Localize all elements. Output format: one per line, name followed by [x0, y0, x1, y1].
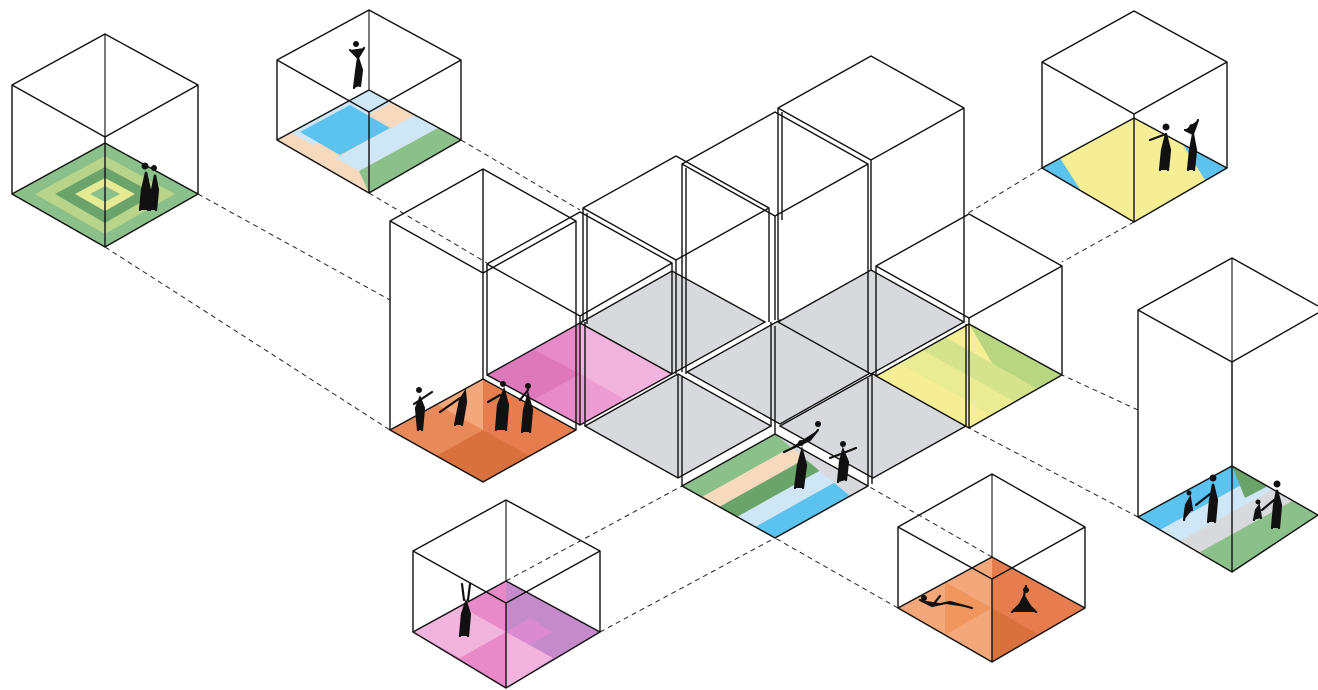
central-cluster: [380, 56, 1070, 543]
connector-line: [1062, 375, 1138, 410]
tall-cube-right: [1135, 258, 1318, 574]
person-head: [840, 441, 846, 447]
green-floor: [10, 140, 202, 250]
person-head: [1189, 124, 1195, 130]
orange-cube-bottom: [895, 474, 1089, 665]
connector-line: [369, 193, 487, 263]
person-head: [1023, 587, 1029, 593]
connector-line: [506, 486, 682, 581]
person-head: [921, 595, 927, 601]
connector-line: [775, 538, 898, 608]
person-head: [1187, 491, 1192, 496]
connector-line: [965, 168, 1042, 215]
person-head: [416, 387, 422, 393]
person-head: [142, 163, 149, 170]
blue-cube-top: [275, 10, 465, 198]
person-head: [1210, 475, 1217, 482]
connector-line: [1062, 222, 1134, 262]
connector-line: [868, 486, 992, 557]
person-head: [1274, 481, 1281, 488]
pink-cube-bottom: [410, 500, 604, 690]
tall-floor: [1135, 462, 1318, 574]
pink-floor: [410, 578, 604, 690]
green-cube-left: [10, 34, 202, 250]
person-head: [462, 622, 468, 628]
person-head: [798, 440, 804, 446]
ball: [815, 421, 821, 427]
yellow-cube-right: [1040, 11, 1232, 225]
connector-line: [600, 538, 775, 632]
blue-floor: [275, 88, 465, 198]
yellow-floor: [1040, 115, 1232, 225]
person-figure: [350, 48, 364, 88]
person-head: [500, 381, 506, 387]
person-head: [1163, 124, 1170, 131]
person-head: [151, 165, 157, 171]
connector-line: [198, 194, 390, 300]
person-head: [525, 383, 531, 389]
connector-line: [969, 428, 1138, 517]
person-head: [353, 41, 359, 47]
connector-line: [461, 140, 580, 210]
connector-line: [105, 247, 390, 430]
person-head: [1256, 500, 1261, 505]
